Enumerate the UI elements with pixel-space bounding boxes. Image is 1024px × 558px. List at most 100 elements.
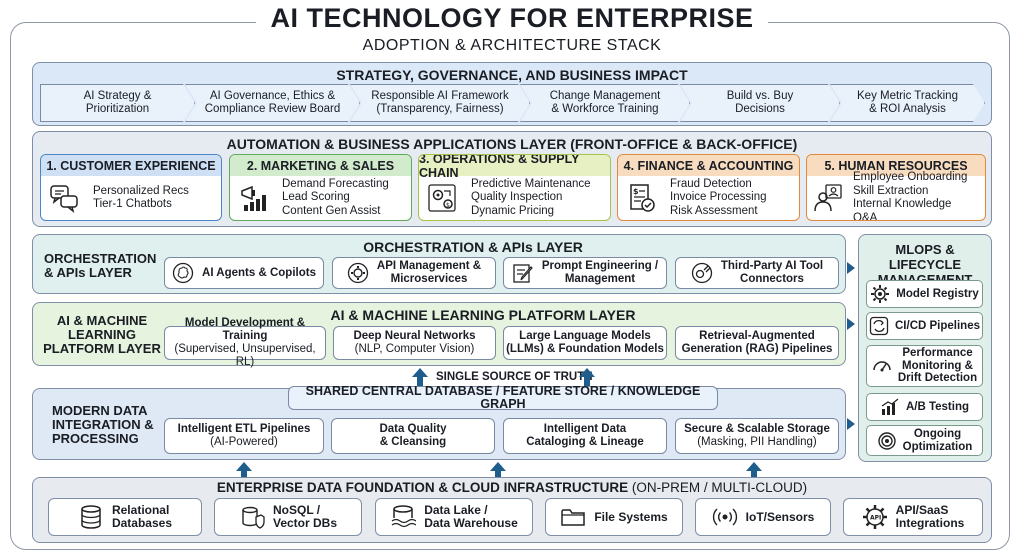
item-label: & Cleansing <box>379 436 447 448</box>
source-iot-sensors: IoT/Sensors <box>695 498 831 536</box>
source-file-systems: File Systems <box>545 498 683 536</box>
data-integration-side-label: MODERN DATA INTEGRATION & PROCESSING <box>52 403 154 446</box>
card-line: Personalized Recs <box>93 184 189 197</box>
orchestration-title: ORCHESTRATION & APIs LAYER <box>363 239 583 255</box>
item-label: Connectors <box>740 273 804 285</box>
automation-title: AUTOMATION & BUSINESS APPLICATIONS LAYER… <box>226 136 798 152</box>
item-label: AI Agents & Copilots <box>202 266 316 279</box>
mlops-item-performance: Performance Monitoring & Drift Detection <box>866 345 983 387</box>
card-heading: 1. CUSTOMER EXPERIENCE <box>41 155 221 176</box>
folder-icon <box>560 504 586 530</box>
card-line: Risk Assessment <box>670 204 758 217</box>
card-line: Dynamic Pricing <box>471 204 555 217</box>
shield-db-icon <box>239 504 265 530</box>
item-label: Microservices <box>390 273 468 285</box>
orchestration-side-label: ORCHESTRATION & APIs LAYER <box>44 251 157 280</box>
orchestration-item-agents: AI Agents & Copilots <box>164 257 324 289</box>
single-source-of-truth-label: SINGLE SOURCE OF TRUTH <box>436 371 593 383</box>
card-line: Quality Inspection <box>471 191 563 204</box>
svg-text:$: $ <box>633 187 639 196</box>
data-item-etl: Intelligent ETL Pipelines(AI-Powered) <box>164 418 324 454</box>
card-line: Tier-1 Chatbots <box>93 198 172 210</box>
mlops-item-label: CI/CD Pipelines <box>895 319 980 332</box>
strategy-step-3: Responsible AI Framework(Transparency, F… <box>350 84 530 122</box>
item-label: Retrieval-Augmented <box>699 330 815 342</box>
mlops-item-ab-testing: A/B Testing <box>866 393 983 421</box>
arrow-up-left <box>412 368 428 377</box>
item-sublabel: (AI-Powered) <box>210 436 278 448</box>
source-label: File Systems <box>594 509 668 524</box>
card-heading: 5. HUMAN RESOURCES <box>807 155 985 176</box>
target-icon <box>877 431 897 451</box>
source-label: Data Lake / Data Warehouse <box>424 503 518 530</box>
item-label: Intelligent Data <box>543 423 627 435</box>
strategy-step-6: Key Metric Tracking& ROI Analysis <box>830 84 985 122</box>
gauge-icon <box>872 356 892 376</box>
card-line: Lead Scoring <box>282 191 350 204</box>
item-label: Deep Neural Networks <box>353 330 476 342</box>
cicd-icon <box>869 316 889 336</box>
shared-central-database: SHARED CENTRAL DATABASE / FEATURE STORE … <box>288 385 718 411</box>
item-label: Cataloging & Lineage <box>526 436 644 448</box>
automation-card-finance: 4. FINANCE & ACCOUNTING $ Fraud Detectio… <box>617 154 800 221</box>
arrow-foundation-2-stem <box>495 470 501 478</box>
automation-card-operations: 3. OPERATIONS & SUPPLY CHAIN $ Predictiv… <box>418 154 611 221</box>
data-item-storage: Secure & Scalable Storage(Masking, PII H… <box>675 418 839 454</box>
source-api-saas: API API/SaaS Integrations <box>843 498 983 536</box>
people-icon <box>813 183 843 213</box>
item-sublabel: (Masking, PII Handling) <box>697 436 817 448</box>
ml-platform-title: AI & MACHINE LEARNING PLATFORM LAYER <box>330 307 636 323</box>
mlops-item-model-registry: Model Registry <box>866 280 983 308</box>
arrow-foundation-3 <box>746 462 762 471</box>
signal-icon <box>712 504 738 530</box>
foundation-title: ENTERPRISE DATA FOUNDATION & CLOUD INFRA… <box>32 480 992 495</box>
orchestration-item-prompt-engineering: Prompt Engineering /Management <box>503 257 667 289</box>
item-sublabel: (NLP, Computer Vision) <box>354 343 475 355</box>
item-label: Prompt Engineering / <box>541 260 659 272</box>
source-nosql: NoSQL / Vector DBs <box>214 498 362 536</box>
card-line: Skill Extraction <box>853 184 929 197</box>
card-line: Employee Onboarding <box>853 171 968 183</box>
arrow-foundation-1-stem <box>241 470 247 478</box>
ml-item-llms: Large Language Models(LLMs) & Foundation… <box>503 326 667 360</box>
strategy-step-2: AI Governance, Ethics &Compliance Review… <box>185 84 360 122</box>
plug-gear-icon <box>691 262 713 284</box>
arrow-foundation-2 <box>490 462 506 471</box>
data-lake-icon <box>390 504 417 530</box>
brain-icon <box>172 262 194 284</box>
mlops-item-label: Ongoing Optimization <box>902 428 973 453</box>
item-sublabel: (Supervised, Unsupervised, RL) <box>174 343 316 368</box>
database-icon <box>78 504 104 530</box>
arrow-foundation-3-stem <box>751 470 757 478</box>
strategy-step-4: Change Management& Workforce Training <box>520 84 690 122</box>
card-heading: 3. OPERATIONS & SUPPLY CHAIN <box>419 155 610 180</box>
edit-icon <box>512 262 534 284</box>
item-label: Intelligent ETL Pipelines <box>177 423 311 435</box>
source-label: API/SaaS Integrations <box>895 503 965 530</box>
svg-text:API: API <box>870 515 881 522</box>
arrow-up-right <box>579 368 595 377</box>
card-heading: 2. MARKETING & SALES <box>230 155 411 176</box>
strategy-step-1: AI Strategy &Prioritization <box>40 84 195 122</box>
arrow-foundation-1 <box>236 462 252 471</box>
svg-text:$: $ <box>446 202 450 209</box>
mlops-arrow-icon-2 <box>847 318 855 330</box>
foundation-title-main: ENTERPRISE DATA FOUNDATION & CLOUD INFRA… <box>216 480 629 495</box>
gear-flow-icon: $ <box>427 183 457 213</box>
source-label: NoSQL / Vector DBs <box>272 503 338 530</box>
arrow-up-right-stem <box>584 376 590 386</box>
mlops-item-cicd: CI/CD Pipelines <box>866 312 983 340</box>
strategy-title: STRATEGY, GOVERNANCE, AND BUSINESS IMPAC… <box>336 67 688 83</box>
card-line: Internal Knowledge Q&A <box>853 198 952 221</box>
item-label: Third-Party AI Tool <box>720 260 824 272</box>
card-heading: 4. FINANCE & ACCOUNTING <box>618 155 799 176</box>
item-label: Secure & Scalable Storage <box>684 423 830 435</box>
invoice-check-icon: $ <box>626 183 656 213</box>
card-line: Invoice Processing <box>670 191 767 204</box>
orchestration-item-api-management: API Management &Microservices <box>332 257 496 289</box>
card-line: Fraud Detection <box>670 177 752 190</box>
